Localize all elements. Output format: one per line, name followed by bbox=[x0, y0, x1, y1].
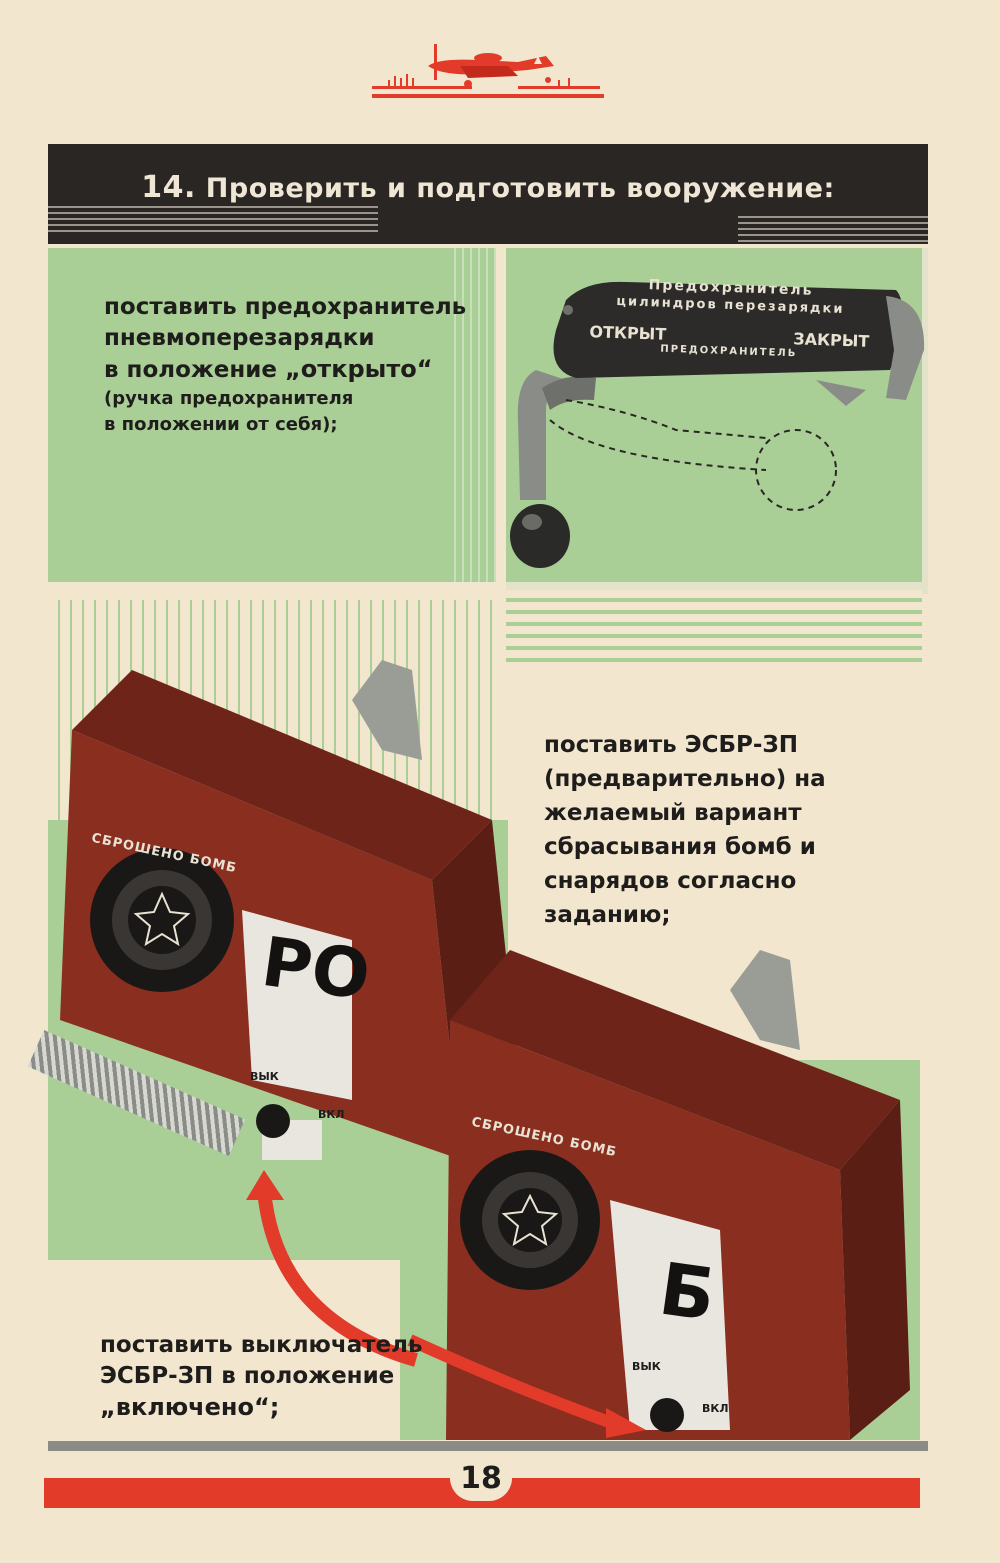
device-2-window: Б bbox=[654, 1246, 721, 1338]
device-1-body bbox=[60, 660, 522, 1160]
device-1-window: РО bbox=[257, 922, 375, 1017]
device-2-body bbox=[446, 950, 910, 1440]
upper-left-panel-border bbox=[48, 582, 496, 592]
step2-line4: сбрасывания бомб и bbox=[544, 834, 816, 860]
plate-open: ОТКРЫТ bbox=[589, 322, 667, 344]
step2-line1: поставить ЭСБР-ЗП bbox=[544, 732, 799, 758]
device-2-off-label: ВЫК bbox=[632, 1360, 661, 1373]
section-title: 14. Проверить и подготовить вооружение: bbox=[48, 170, 928, 205]
step1-line3-prefix: в положение bbox=[104, 357, 286, 383]
device-1-switch[interactable] bbox=[256, 1104, 290, 1138]
lever-illustration bbox=[506, 260, 928, 580]
step2-text: поставить ЭСБР-ЗП (предварительно) на же… bbox=[544, 728, 924, 932]
step2-line2: (предварительно) на bbox=[544, 766, 826, 792]
airplane-icon bbox=[372, 44, 604, 98]
step1-quote: „открыто“ bbox=[285, 355, 433, 383]
mid-stripes bbox=[506, 590, 922, 670]
step1-note1: (ручка предохранителя bbox=[104, 388, 354, 409]
safety-plate-text: Предохранитель цилиндров перезарядки ОТК… bbox=[589, 275, 872, 362]
arrow-right-icon bbox=[400, 1330, 650, 1440]
red-arrow-right bbox=[407, 1334, 646, 1438]
upper-left-panel bbox=[48, 248, 496, 582]
step2-line3: желаемый вариант bbox=[544, 800, 802, 826]
section-title-text: Проверить и подготовить вооружение: bbox=[205, 173, 835, 204]
device-2-on-label: ВКЛ bbox=[702, 1402, 729, 1415]
step1-line2: пневмоперезарядки bbox=[104, 325, 375, 351]
device-1 bbox=[52, 640, 532, 1200]
device-1-off-label: ВЫК bbox=[250, 1070, 279, 1083]
safety-lever-icon bbox=[510, 281, 925, 568]
plate-closed: ЗАКРЫТ bbox=[792, 329, 870, 351]
upper-left-strip bbox=[448, 248, 496, 582]
step2-line5: снарядов согласно bbox=[544, 868, 797, 894]
step3-line1: поставить выключатель bbox=[100, 1332, 423, 1358]
airplane-emblem bbox=[368, 36, 608, 106]
device-2-switch[interactable] bbox=[650, 1398, 684, 1432]
step3-line2: ЭСБР-ЗП в положение bbox=[100, 1363, 395, 1389]
header-stripes-right bbox=[738, 212, 928, 242]
arrow-up-icon bbox=[236, 1170, 436, 1370]
section-header: 14. Проверить и подготовить вооружение: bbox=[48, 144, 928, 244]
red-arrow-up bbox=[246, 1170, 418, 1367]
device-1-on-label: ВКЛ bbox=[318, 1108, 345, 1121]
device-2 bbox=[430, 930, 920, 1440]
section-number: 14. bbox=[141, 170, 196, 205]
step1-text: поставить предохранитель пневмоперезаряд… bbox=[104, 292, 484, 438]
footer-grey-bar bbox=[48, 1441, 928, 1451]
header-stripes bbox=[48, 202, 378, 232]
step1-line3: в положение „открыто“ bbox=[104, 354, 484, 386]
page-number: 18 bbox=[450, 1455, 512, 1501]
step3-line3: „включено“; bbox=[100, 1393, 280, 1421]
step1-note2: в положении от себя); bbox=[104, 414, 338, 435]
step2-line6: заданию; bbox=[544, 902, 671, 928]
step3-text: поставить выключатель ЭСБР-ЗП в положени… bbox=[100, 1330, 430, 1423]
step1-line1: поставить предохранитель bbox=[104, 294, 467, 320]
